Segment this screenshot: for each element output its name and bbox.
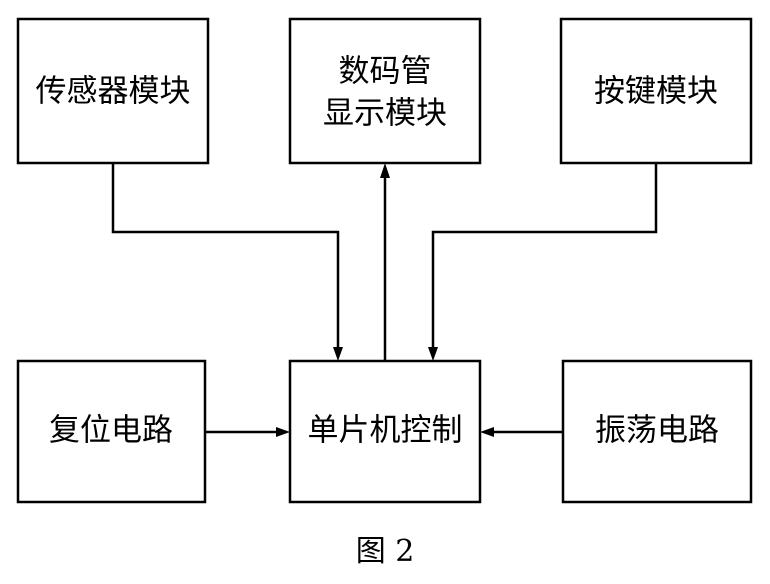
reset-circuit-label: 复位电路: [49, 413, 173, 449]
oscillator-circuit-label: 振荡电路: [595, 413, 719, 449]
display-module-label-line1: 数码管: [339, 54, 432, 90]
display-module-label-line2: 显示模块: [323, 96, 447, 132]
mcu-control-block: 单片机控制: [288, 359, 482, 504]
sensor-to-mcu-arrow: [111, 163, 343, 361]
reset-circuit-block: 复位电路: [16, 359, 207, 504]
sensor-module-label: 传感器模块: [36, 74, 191, 110]
keypad-module-block: 按键模块: [559, 17, 753, 165]
sensor-module-block: 传感器模块: [16, 17, 210, 165]
oscillator-to-mcu-arrow: [480, 427, 563, 437]
mcu-control-label: 单片机控制: [308, 413, 463, 449]
keypad-module-label: 按键模块: [594, 74, 718, 110]
mcu-to-display-arrow: [380, 163, 390, 361]
display-module-block: 数码管 显示模块: [288, 17, 482, 165]
oscillator-circuit-block: 振荡电路: [561, 359, 753, 504]
keypad-to-mcu-arrow: [428, 163, 658, 361]
reset-to-mcu-arrow: [205, 427, 290, 437]
figure-caption: 图 2: [356, 534, 415, 569]
